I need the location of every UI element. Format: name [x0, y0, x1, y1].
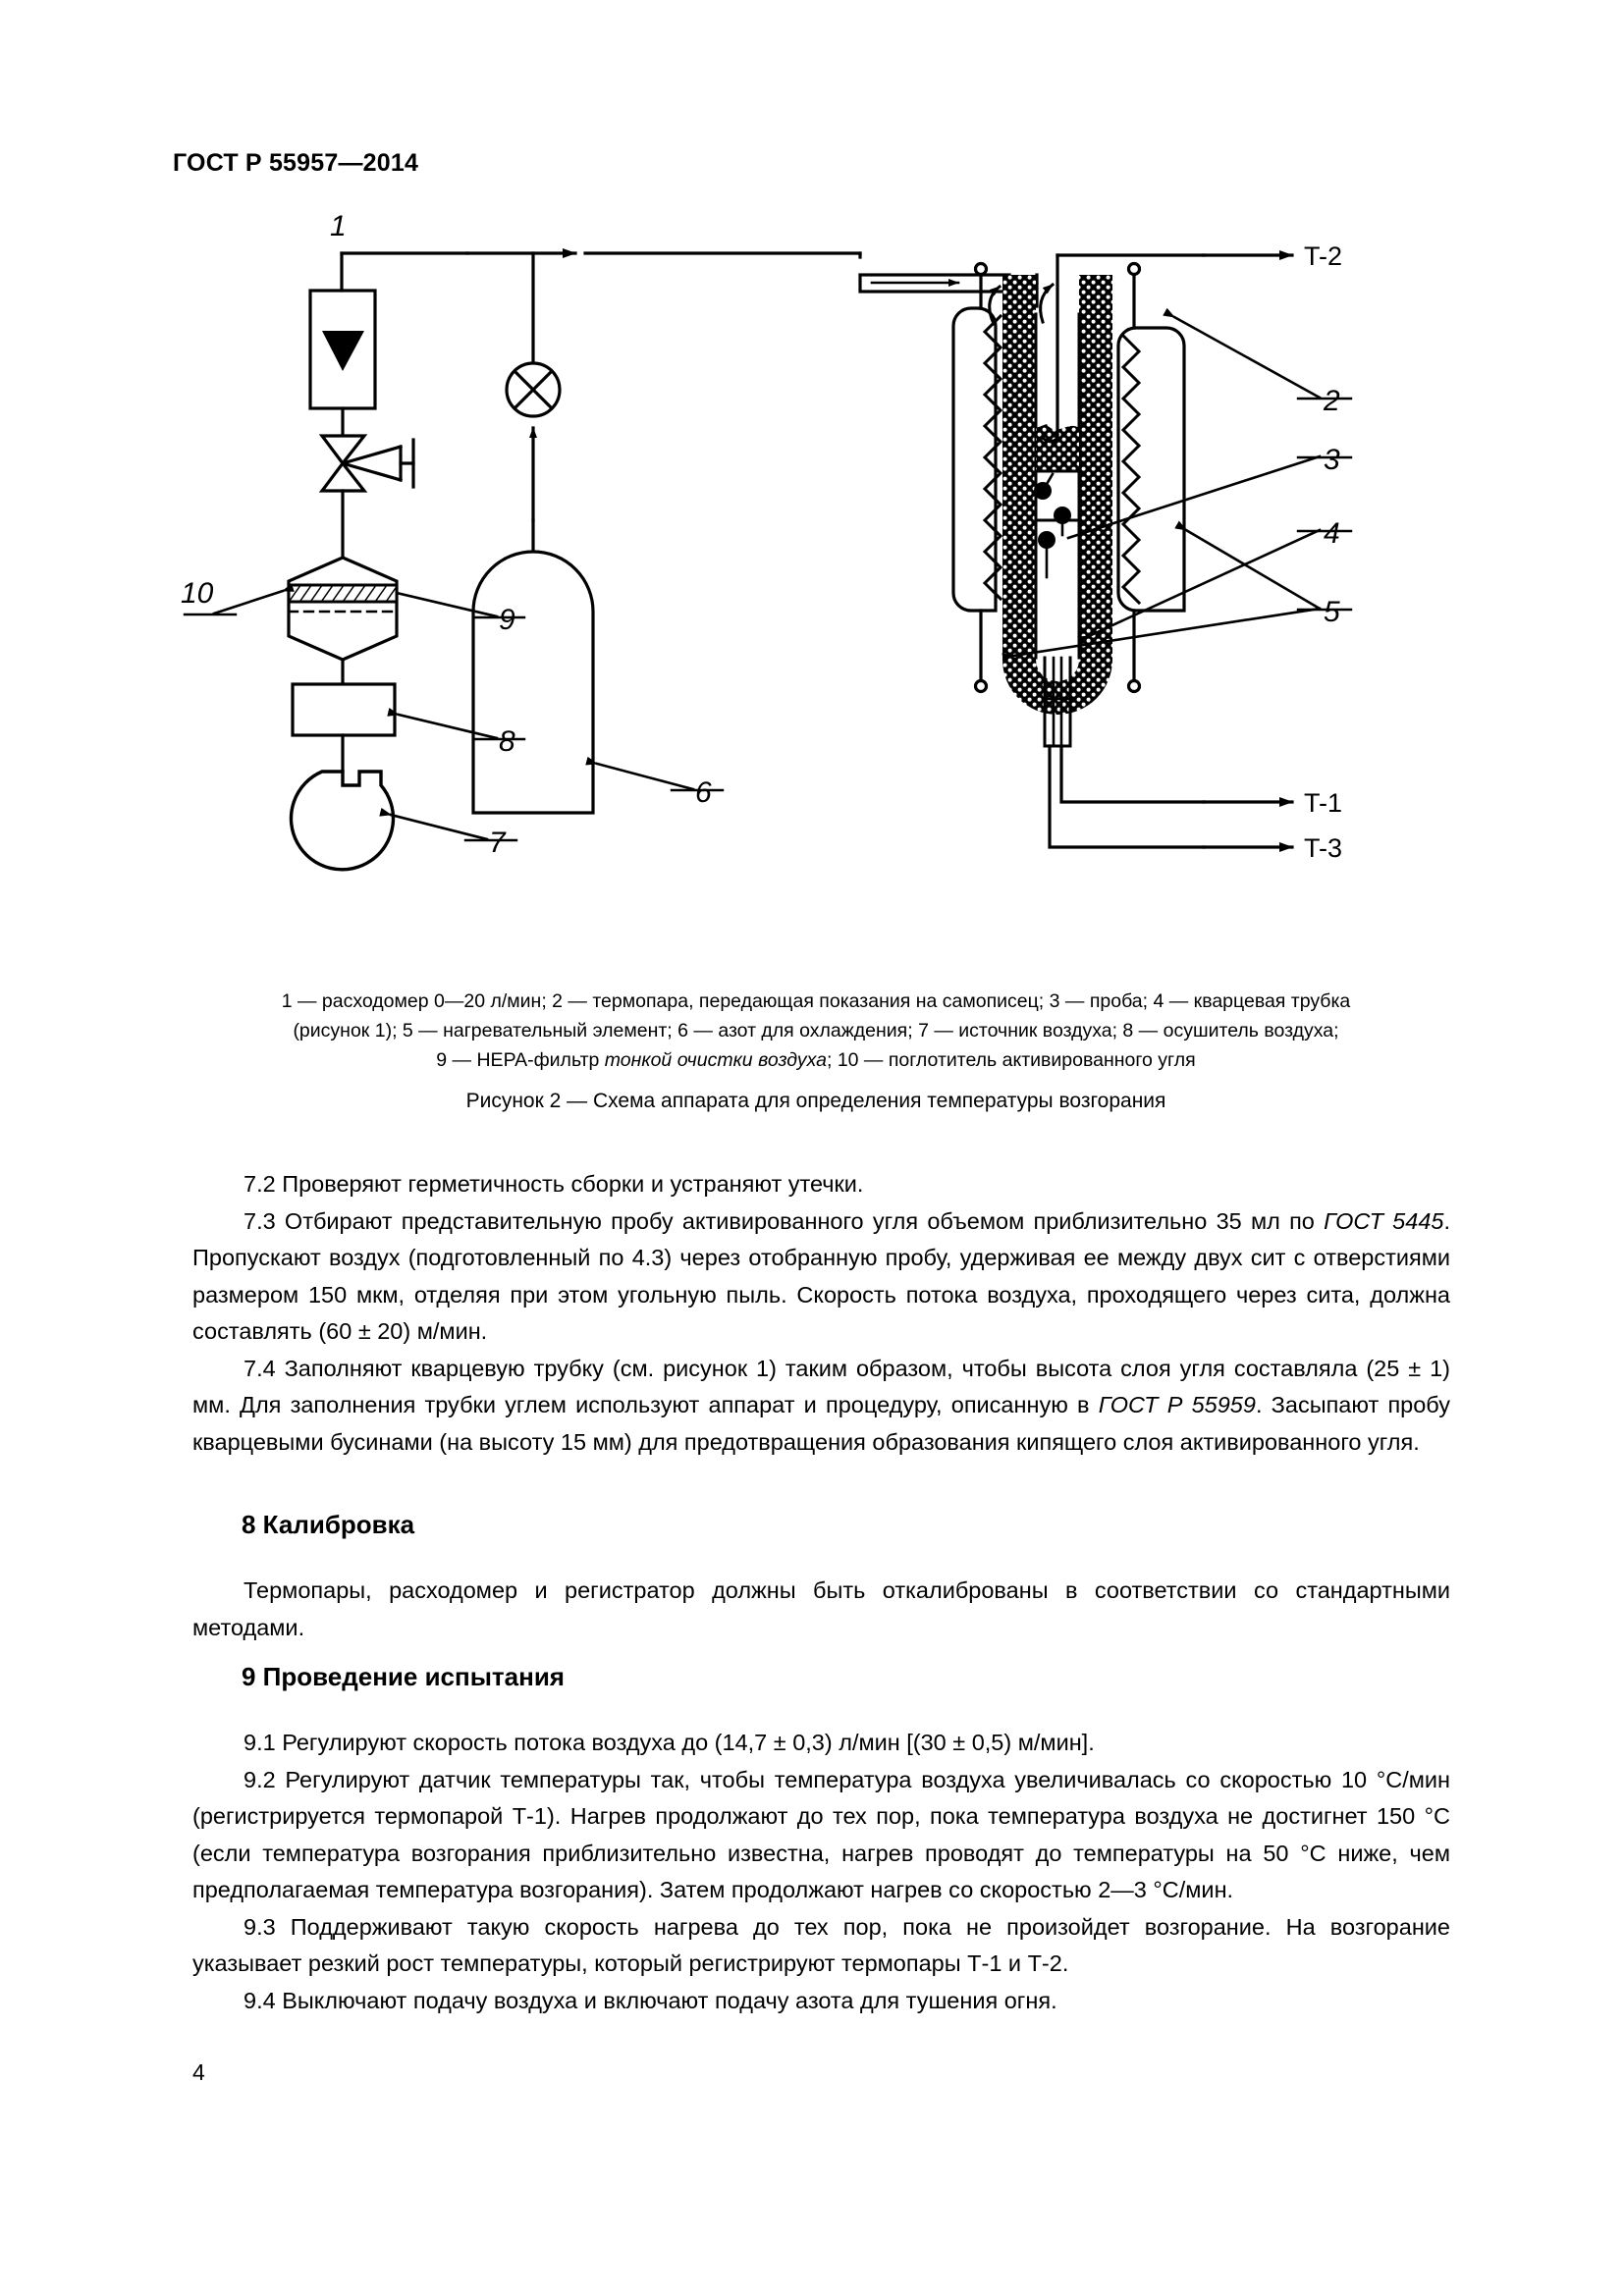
flow-arrow-up-left — [988, 284, 1002, 326]
figure-2-apparatus-diagram: 1 2 3 4 5 6 7 8 9 10 T-2 T-1 T-3 — [173, 196, 1449, 982]
thermocouple-label-t3: T-3 — [1304, 833, 1342, 863]
insulation-left — [1002, 275, 1036, 624]
quartz-beads-layer — [1036, 424, 1079, 471]
insulation-bottom — [1002, 624, 1112, 715]
paragraph-7-3-ref: ГОСТ 5445 — [1324, 1207, 1444, 1234]
page-number: 4 — [192, 2059, 205, 2085]
section-8-paragraph: Термопары, расходомер и регистратор долж… — [192, 1577, 1450, 1640]
paragraph-9-3: 9.3 Поддерживают такую скорость нагрева … — [192, 1913, 1450, 1977]
callout-6-leader — [585, 756, 695, 791]
section-8-heading: 8 Калибровка — [242, 1510, 415, 1539]
callout-7-leader — [379, 807, 489, 841]
callout-label-7: 7 — [489, 827, 507, 859]
paragraph-9-2: 9.2 Регулируют датчик температуры так, ч… — [192, 1766, 1450, 1903]
section-7-text: 7.2 Проверяют герметичность сборки и уст… — [192, 1166, 1450, 1461]
t3-lead — [1048, 744, 1206, 849]
callout-label-3: 3 — [1324, 444, 1340, 476]
air-dryer-box — [291, 682, 397, 737]
carbon-sample-particles — [1034, 482, 1071, 549]
terminal-right-top — [1126, 261, 1142, 277]
apparatus-schematic-svg: 1 2 3 4 5 6 7 8 9 10 T-2 T-1 T-3 — [181, 210, 1353, 872]
callout-label-8: 8 — [499, 725, 515, 758]
section-9-text: 9.1 Регулируют скорость потока воздуха д… — [192, 1725, 1450, 2019]
callout-8-leader — [387, 708, 499, 740]
section-9-heading: 9 Проведение испытания — [242, 1662, 565, 1691]
thermocouple-label-t2: T-2 — [1304, 241, 1342, 271]
paragraph-7-4: 7.4 Заполняют кварцевую трубку (см. рису… — [192, 1351, 1450, 1462]
needle-valve — [318, 434, 415, 493]
air-source-pump — [289, 770, 396, 872]
callout-4-leader — [1077, 528, 1322, 645]
heating-element-coil-left — [982, 313, 1003, 602]
callout-label-1: 1 — [330, 210, 347, 242]
adsorber-hexagon — [287, 556, 399, 662]
callout-label-5: 5 — [1324, 596, 1340, 628]
paragraph-7-4-ref: ГОСТ Р 55959 — [1098, 1392, 1256, 1417]
terminal-left-top — [973, 261, 989, 277]
callout-label-10: 10 — [181, 577, 214, 610]
paragraph-9-4: 9.4 Выключают подачу воздуха и включают … — [244, 1987, 1057, 2013]
heater-shell-right — [1116, 326, 1186, 613]
paragraph-7-4-b: . Засыпают пробу кварцевыми бусинами (на… — [192, 1392, 1451, 1455]
heater-shell-left — [951, 306, 998, 613]
callout-5-leader-a — [1174, 520, 1322, 611]
terminal-right-bottom — [1126, 678, 1142, 694]
flowmeter-float — [322, 331, 364, 371]
t1-lead — [1059, 744, 1206, 804]
document-standard-header: ГОСТ Р 55957—2014 — [173, 149, 419, 177]
callout-label-9: 9 — [499, 604, 515, 636]
figure-caption: Рисунок 2 — Схема аппарата для определен… — [465, 1090, 1166, 1112]
heating-element-coil-right — [1120, 333, 1142, 606]
figure-legend: 1 — расходомер 0—20 л/мин; 2 — термопара… — [192, 987, 1439, 1075]
insulation-right — [1079, 275, 1112, 624]
section-8-text: Термопары, расходомер и регистратор долж… — [192, 1573, 1450, 1646]
paragraph-7-3-a: 7.3 Отбирают представительную пробу акти… — [244, 1207, 1325, 1234]
figure-legend-line-3-b: ; 10 — поглотитель активированного угля — [826, 1049, 1196, 1071]
paragraph-9-1: 9.1 Регулируют скорость потока воздуха д… — [244, 1730, 1095, 1755]
callout-10-leader — [212, 583, 295, 615]
callout-label-2: 2 — [1323, 385, 1340, 417]
figure-legend-line-1: 1 — расходомер 0—20 л/мин; 2 — термопара… — [281, 990, 1351, 1012]
figure-legend-line-3-italic: тонкой очистки воздуха — [604, 1049, 827, 1071]
terminal-left-bottom — [973, 678, 989, 694]
paragraph-7-4-a: 7.4 Заполняют кварцевую трубку (см. рису… — [192, 1355, 1450, 1418]
nitrogen-cylinder — [471, 550, 595, 815]
callout-2-leader — [1163, 307, 1322, 400]
callout-label-6: 6 — [695, 776, 712, 809]
callout-3-leader — [1066, 454, 1322, 540]
figure-legend-line-3-a: 9 — HEPA-фильтр — [436, 1049, 605, 1071]
valve-cross-b — [512, 368, 555, 411]
callout-5-leader-b — [1001, 607, 1322, 663]
paragraph-7-3-b: . Пропускают воздух (подготовленный по 4… — [192, 1207, 1450, 1345]
callout-label-4: 4 — [1324, 517, 1340, 550]
callout-9-leader — [395, 591, 499, 618]
sample-stem-a — [1041, 472, 1055, 493]
thermocouple-label-t1: T-1 — [1304, 788, 1342, 818]
quartz-tube-stem — [1043, 656, 1072, 748]
paragraph-7-3: 7.3 Отбирают представительную пробу акти… — [192, 1203, 1450, 1351]
paragraph-7-2: 7.2 Проверяют герметичность сборки и уст… — [244, 1171, 864, 1197]
flow-arrow-up-right — [1039, 282, 1056, 324]
figure-legend-line-2: (рисунок 1); 5 — нагревательный элемент;… — [293, 1020, 1339, 1041]
figure-legend-line-3: 9 — HEPA-фильтр тонкой очистки воздуха; … — [192, 1045, 1439, 1075]
